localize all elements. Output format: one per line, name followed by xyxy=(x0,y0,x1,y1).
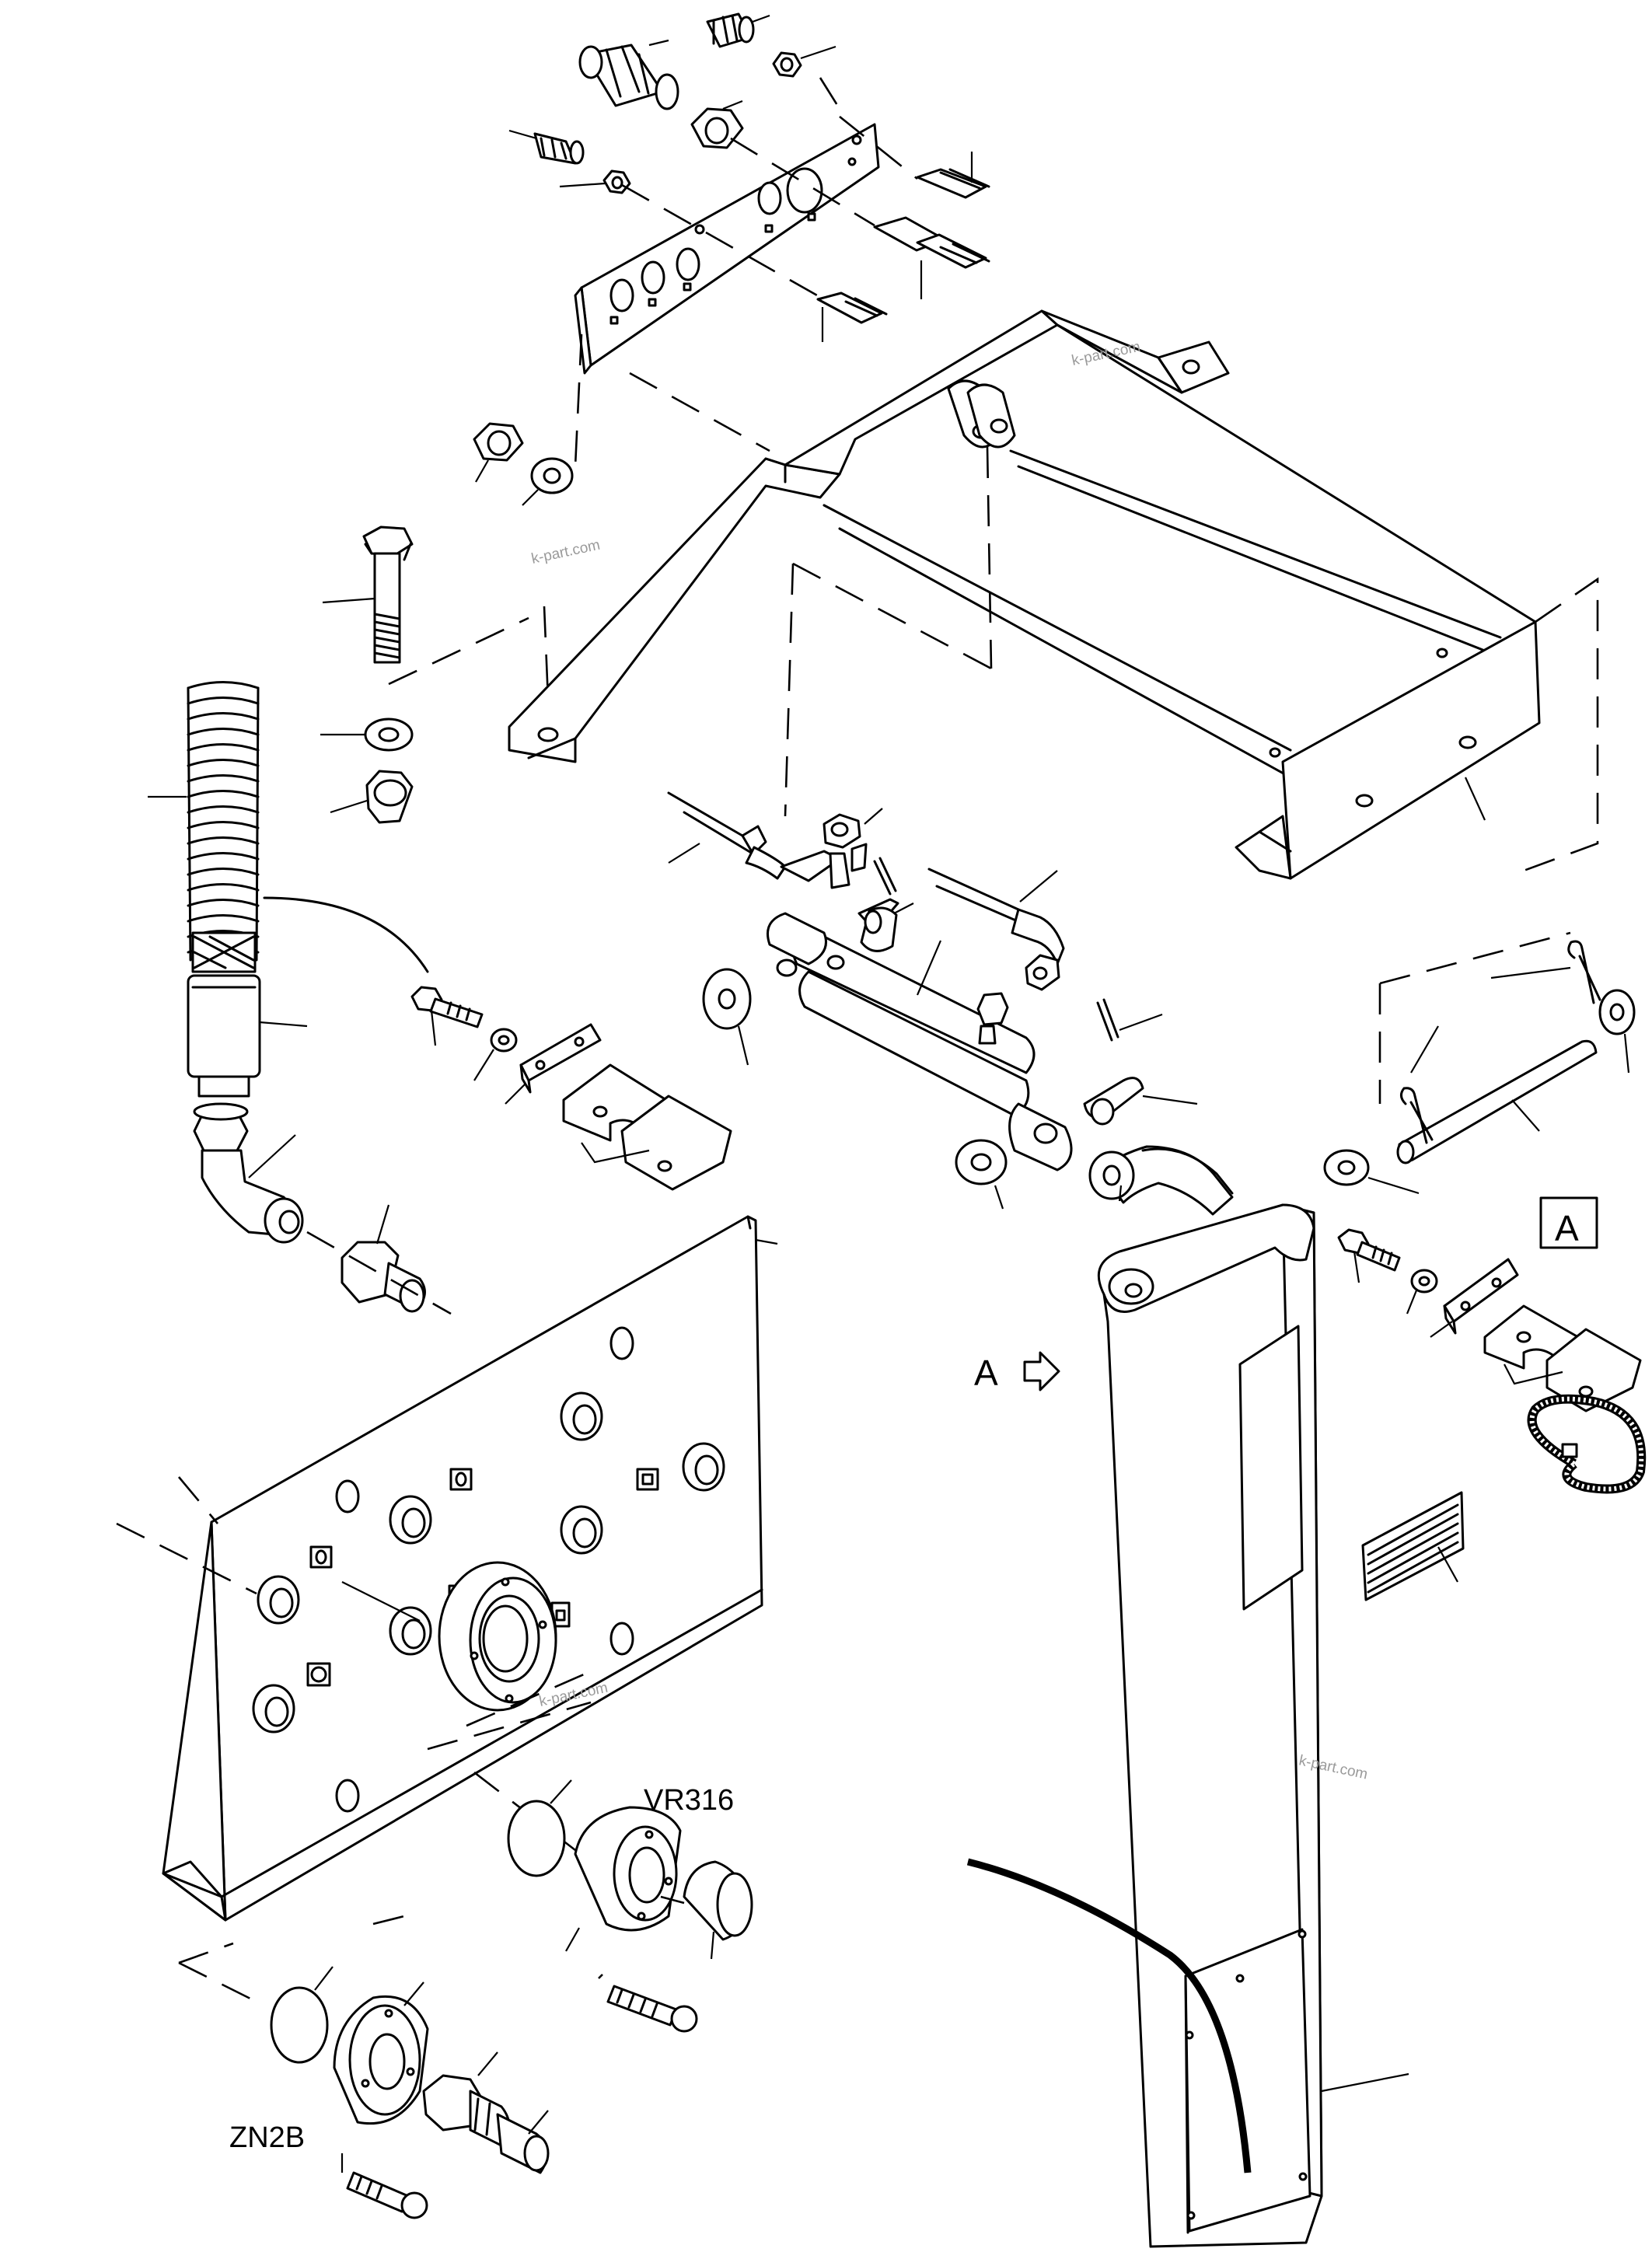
clamp-halves-left xyxy=(562,1063,732,1191)
hose-end-1 xyxy=(916,168,990,199)
washer-cyl-left xyxy=(702,968,752,1066)
hose-assembly-left xyxy=(667,791,883,889)
boss-fitting-3 xyxy=(389,1495,432,1545)
main-frame xyxy=(508,309,1599,880)
long-pin-right xyxy=(1396,1039,1598,1164)
screw-vr316 xyxy=(598,1974,698,2033)
nyloc-nut xyxy=(330,770,414,824)
label-vr316: VR316 xyxy=(644,1784,734,1817)
clamp-group-right xyxy=(1337,1228,1642,1412)
screw-zn2b xyxy=(341,2153,428,2219)
quick-coupler-zn2b xyxy=(422,2051,550,2174)
split-pin-right-2 xyxy=(1400,1087,1434,1144)
boss-fitting-6 xyxy=(389,1606,432,1656)
view-arrow-letter: A xyxy=(974,1353,998,1393)
hex-nut-upper xyxy=(473,422,524,483)
washer-right-mid xyxy=(1323,1149,1420,1195)
boss-fitting-5 xyxy=(257,1575,300,1625)
split-pin-top xyxy=(873,857,897,896)
small-nut-left xyxy=(602,169,631,194)
hydraulic-connector-plate-group xyxy=(508,12,990,467)
washer-clamp-left xyxy=(473,1028,518,1081)
boss-fitting-4 xyxy=(560,1505,603,1555)
bushing-mid xyxy=(1083,1077,1198,1126)
clamp-halves-right xyxy=(1483,1304,1642,1412)
hose-assembly-right xyxy=(927,868,1065,991)
hex-nut-large xyxy=(690,107,744,149)
hose-clamp xyxy=(1527,1394,1647,1494)
bolt-left xyxy=(410,986,484,1046)
washer-cyl-right xyxy=(955,1139,1008,1210)
gasket-zn2b xyxy=(270,1966,334,2064)
watermark-2: k-part.com xyxy=(530,537,602,567)
flange-zn2b xyxy=(333,1981,429,2125)
flange-vr316 xyxy=(565,1806,682,1952)
small-fitting-top xyxy=(706,12,755,48)
bolt-right xyxy=(1337,1228,1401,1283)
hose-end-3 xyxy=(816,292,888,324)
small-fitting-left xyxy=(533,132,585,165)
gasket-vr316 xyxy=(507,1779,572,1877)
clamp-plate-left xyxy=(505,1023,602,1105)
view-arrow: A xyxy=(974,1351,1060,1393)
washer-clamp-right xyxy=(1406,1269,1438,1315)
long-arm xyxy=(966,1145,1409,2248)
cap-vr316 xyxy=(660,1860,753,1960)
label-zn2b: ZN2B xyxy=(229,2121,305,2154)
zn2b-assembly: ZN2B xyxy=(229,1966,550,2219)
boss-fitting-2 xyxy=(682,1442,725,1492)
straight-adapter xyxy=(306,1204,452,1315)
washer-right-end xyxy=(1598,989,1636,1074)
hydraulic-cylinder xyxy=(767,912,1073,1171)
port-flange xyxy=(438,1561,557,1712)
washer-upper xyxy=(522,457,574,506)
control-panel-plate xyxy=(116,1215,778,1922)
mounting-plate-small xyxy=(574,123,880,375)
label-plate xyxy=(1361,1491,1465,1601)
pin-with-bushing xyxy=(857,898,914,952)
symbol-plate-2 xyxy=(636,1468,659,1491)
boss-fitting-7 xyxy=(252,1684,295,1734)
hose-end-2 xyxy=(873,216,990,269)
split-pin-mid xyxy=(1096,998,1119,1042)
boss-fitting-1 xyxy=(560,1391,603,1441)
clamp-group-left xyxy=(410,986,732,1191)
spring-hose xyxy=(148,681,429,1098)
view-a-box: A xyxy=(1539,1196,1598,1249)
elbow-fitting xyxy=(193,1102,304,1244)
vr316-assembly: VR316 xyxy=(507,1779,753,2033)
large-fitting xyxy=(578,44,679,110)
small-nut-top xyxy=(772,51,802,78)
split-pin-right-1 xyxy=(1567,940,1601,1004)
clamp-plate-right xyxy=(1430,1258,1519,1338)
hex-bolt xyxy=(322,525,414,664)
view-box-letter: A xyxy=(1555,1208,1579,1248)
washer-lower xyxy=(320,718,414,752)
